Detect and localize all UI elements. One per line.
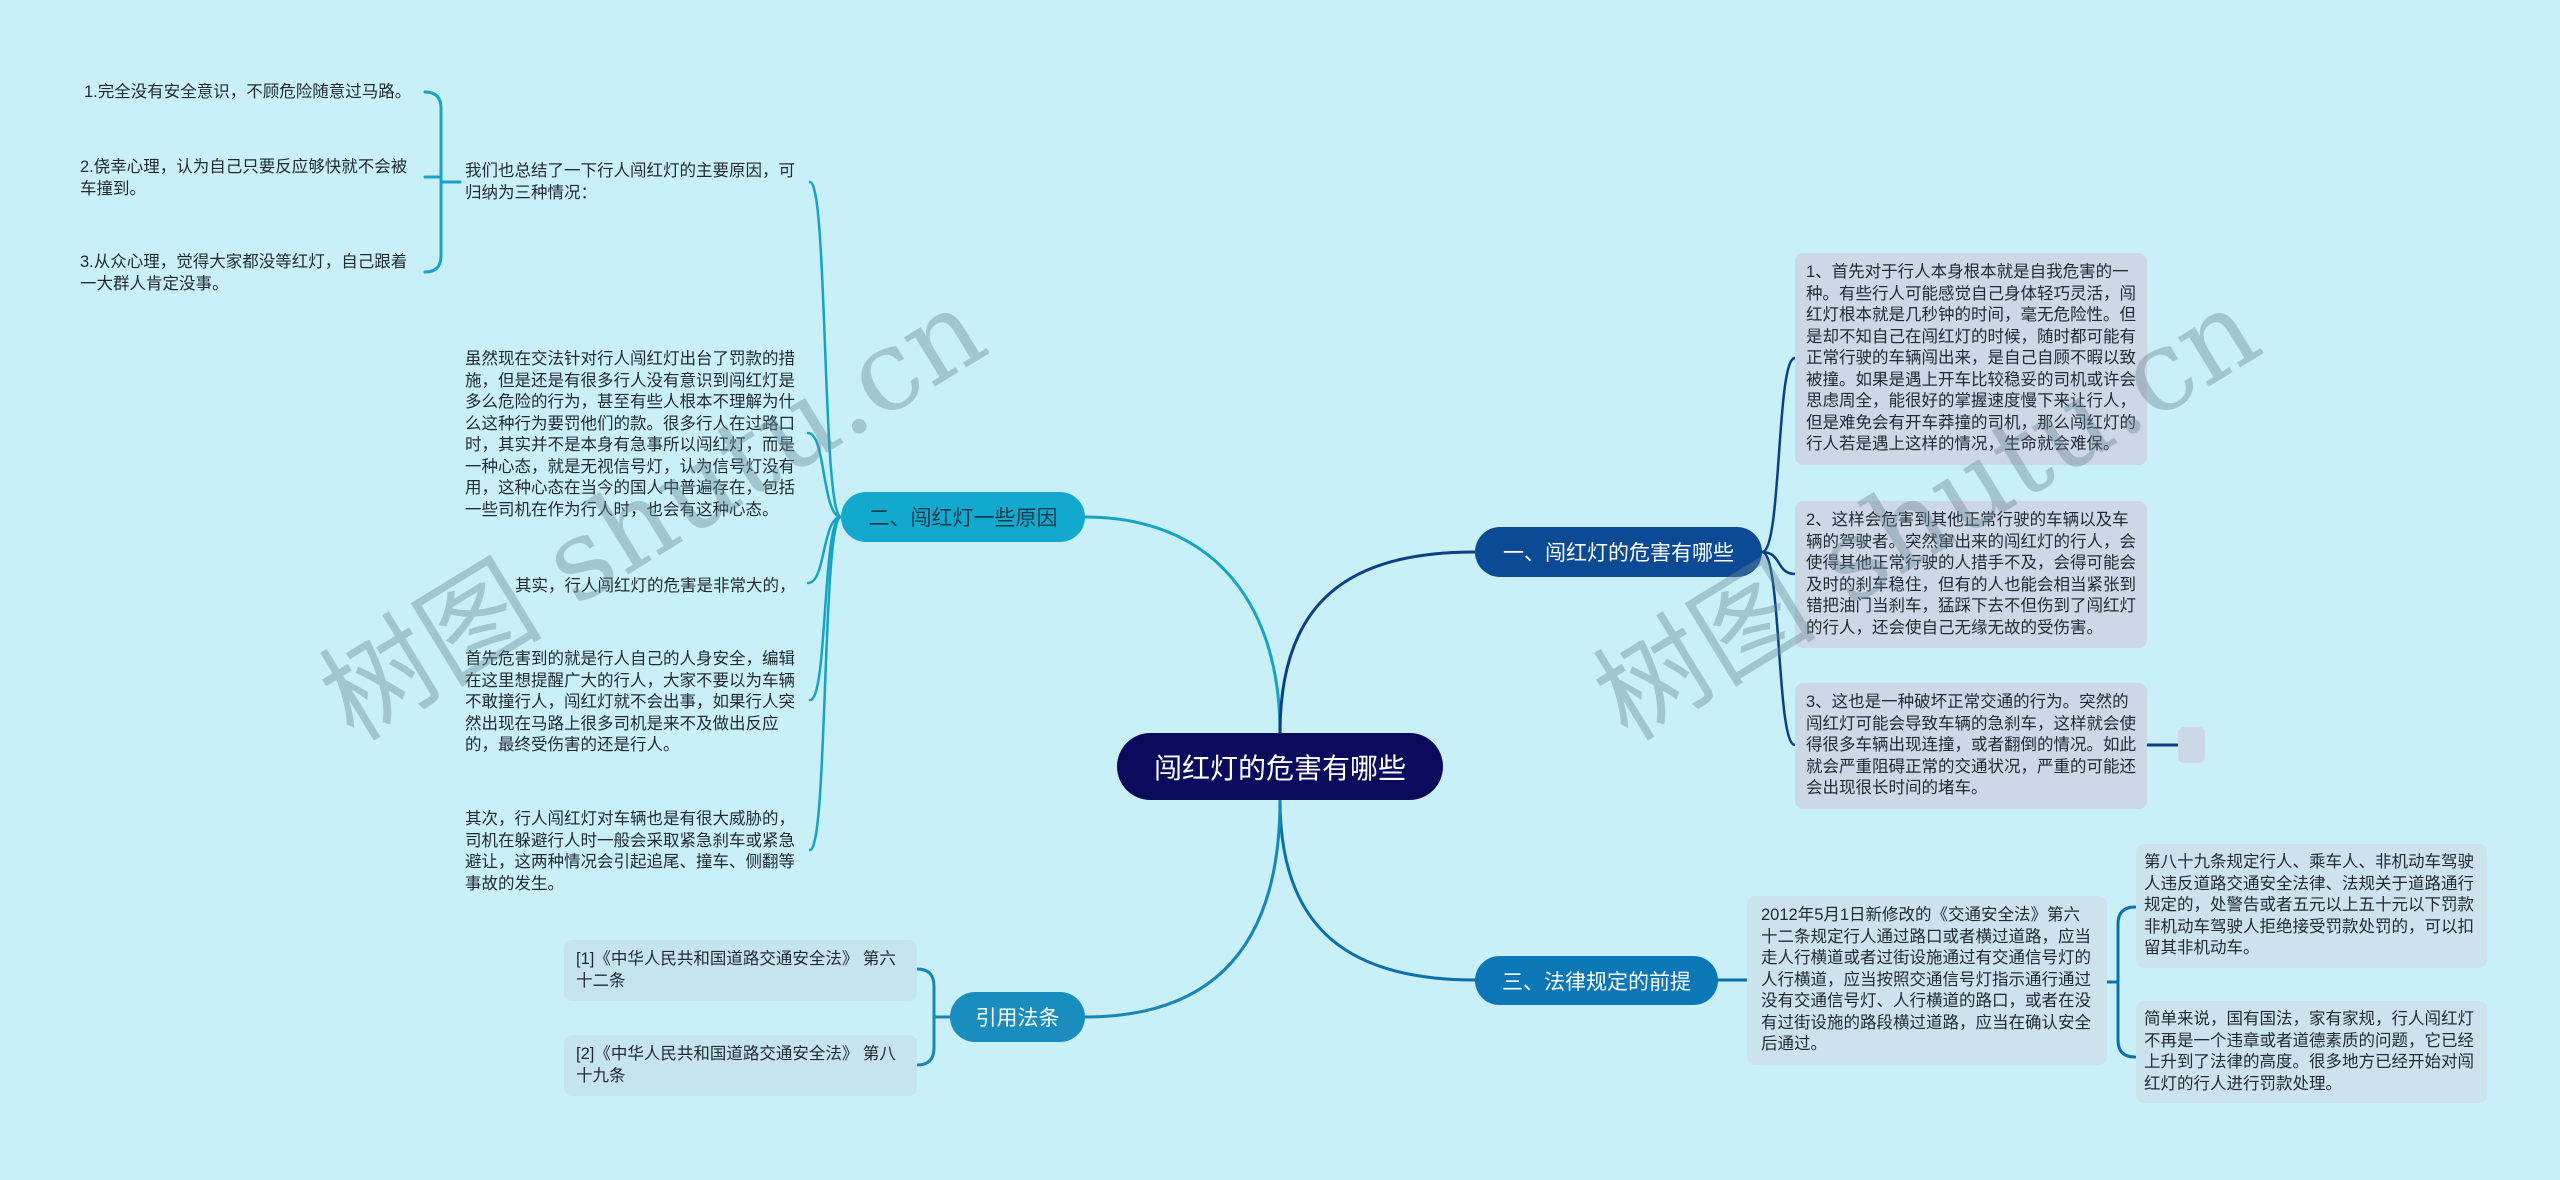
connectors-citations: [915, 967, 952, 1067]
harm-node-2[interactable]: 2、这样会危害到其他正常行驶的车辆以及车辆的驾驶者。突然窜出来的闯红灯的行人，会…: [1795, 501, 2147, 648]
harm-node-3-text: 3、这也是一种破坏正常交通的行为。突然的闯红灯可能会导致车辆的急刹车，这样就会使…: [1806, 693, 2136, 797]
branch-citations-label: 引用法条: [975, 1007, 1060, 1030]
connectors-harms: [1760, 356, 2180, 747]
branch-law[interactable]: 三、法律规定的前提: [1475, 956, 1718, 1005]
branch-harms-label: 一、闯红灯的危害有哪些: [1503, 542, 1734, 565]
reasons-second-text: 其次，行人闯红灯对车辆也是有很大威胁的，司机在躲避行人时一般会采取紧急刹车或紧急…: [465, 810, 795, 893]
law-article-62-node[interactable]: 2012年5月1日新修改的《交通安全法》第六十二条规定行人通过路口或者横过道路，…: [1747, 896, 2107, 1065]
reasons-danger-text: 其实，行人闯红灯的危害是非常大的，: [515, 577, 796, 595]
branch-reasons[interactable]: 二、闯红灯一些原因: [841, 492, 1085, 542]
reasons-summary-text: 我们也总结了一下行人闯红灯的主要原因，可归纳为三种情况：: [465, 162, 795, 202]
connector-center-reasons: [1083, 515, 1282, 735]
central-topic-label: 闯红灯的危害有哪些: [1153, 752, 1406, 784]
law-summary-text: 简单来说，国有国法，家有家规，行人闯红灯不再是一个违章或者道德素质的问题，它已经…: [2144, 1010, 2474, 1093]
reason-item-2[interactable]: 2.侥幸心理，认为自己只要反应够快就不会被车撞到。: [80, 157, 420, 200]
empty-child-node[interactable]: [2178, 727, 2205, 763]
reasons-mindset-node[interactable]: 虽然现在交法针对行人闯红灯出台了罚款的措施，但是还是有很多行人没有意识到闯红灯是…: [465, 349, 805, 521]
reason-item-1[interactable]: 1.完全没有安全意识，不顾危险随意过马路。: [84, 82, 424, 104]
harm-node-1-text: 1、首先对于行人本身根本就是自我危害的一种。有些行人可能感觉自己身体轻巧灵活，闯…: [1806, 263, 2136, 453]
law-article-89-text: 第八十九条规定行人、乘车人、非机动车驾驶人违反道路交通安全法律、法规关于道路通行…: [2144, 853, 2474, 957]
reason-item-1-text: 1.完全没有安全意识，不顾危险随意过马路。: [84, 83, 412, 101]
connector-center-citations: [1083, 798, 1282, 1019]
harm-node-3[interactable]: 3、这也是一种破坏正常交通的行为。突然的闯红灯可能会导致车辆的急刹车，这样就会使…: [1795, 683, 2147, 809]
branch-citations[interactable]: 引用法条: [950, 992, 1085, 1042]
citation-node-1[interactable]: [1]《中华人民共和国道路交通安全法》 第六十二条: [564, 940, 917, 1001]
connectors-reasons: [423, 90, 843, 852]
reasons-summary-node[interactable]: 我们也总结了一下行人闯红灯的主要原因，可归纳为三种情况：: [465, 161, 805, 204]
citation-node-1-text: [1]《中华人民共和国道路交通安全法》 第六十二条: [576, 950, 896, 990]
connector-center-law: [1278, 798, 1477, 982]
central-topic[interactable]: 闯红灯的危害有哪些: [1117, 733, 1443, 800]
reason-item-3-text: 3.从众心理，觉得大家都没等红灯，自己跟着一大群人肯定没事。: [80, 253, 408, 293]
connectors-law: [1716, 905, 2137, 1059]
reasons-mindset-text: 虽然现在交法针对行人闯红灯出台了罚款的措施，但是还是有很多行人没有意识到闯红灯是…: [465, 350, 795, 519]
branch-reasons-label: 二、闯红灯一些原因: [868, 507, 1058, 530]
harm-node-2-text: 2、这样会危害到其他正常行驶的车辆以及车辆的驾驶者。突然窜出来的闯红灯的行人，会…: [1806, 511, 2136, 637]
citation-node-2-text: [2]《中华人民共和国道路交通安全法》 第八十九条: [576, 1045, 896, 1085]
reasons-danger-node[interactable]: 其实，行人闯红灯的危害是非常大的，: [515, 576, 815, 598]
citation-node-2[interactable]: [2]《中华人民共和国道路交通安全法》 第八十九条: [564, 1035, 917, 1096]
reasons-first-text: 首先危害到的就是行人自己的人身安全，编辑在这里想提醒广大的行人，大家不要以为车辆…: [465, 650, 795, 754]
connector-center-harms: [1278, 550, 1477, 735]
law-article-89-node[interactable]: 第八十九条规定行人、乘车人、非机动车驾驶人违反道路交通安全法律、法规关于道路通行…: [2136, 844, 2487, 968]
reason-item-2-text: 2.侥幸心理，认为自己只要反应够快就不会被车撞到。: [80, 158, 408, 198]
reasons-second-node[interactable]: 其次，行人闯红灯对车辆也是有很大威胁的，司机在躲避行人时一般会采取紧急刹车或紧急…: [465, 809, 805, 895]
reasons-first-node[interactable]: 首先危害到的就是行人自己的人身安全，编辑在这里想提醒广大的行人，大家不要以为车辆…: [465, 649, 805, 757]
law-article-62-text: 2012年5月1日新修改的《交通安全法》第六十二条规定行人通过路口或者横过道路，…: [1761, 906, 2091, 1053]
branch-law-label: 三、法律规定的前提: [1502, 970, 1691, 994]
harm-node-1[interactable]: 1、首先对于行人本身根本就是自我危害的一种。有些行人可能感觉自己身体轻巧灵活，闯…: [1795, 253, 2147, 465]
branch-harms[interactable]: 一、闯红灯的危害有哪些: [1475, 527, 1762, 577]
law-summary-node[interactable]: 简单来说，国有国法，家有家规，行人闯红灯不再是一个违章或者道德素质的问题，它已经…: [2136, 1001, 2487, 1103]
reason-item-3[interactable]: 3.从众心理，觉得大家都没等红灯，自己跟着一大群人肯定没事。: [80, 252, 420, 295]
